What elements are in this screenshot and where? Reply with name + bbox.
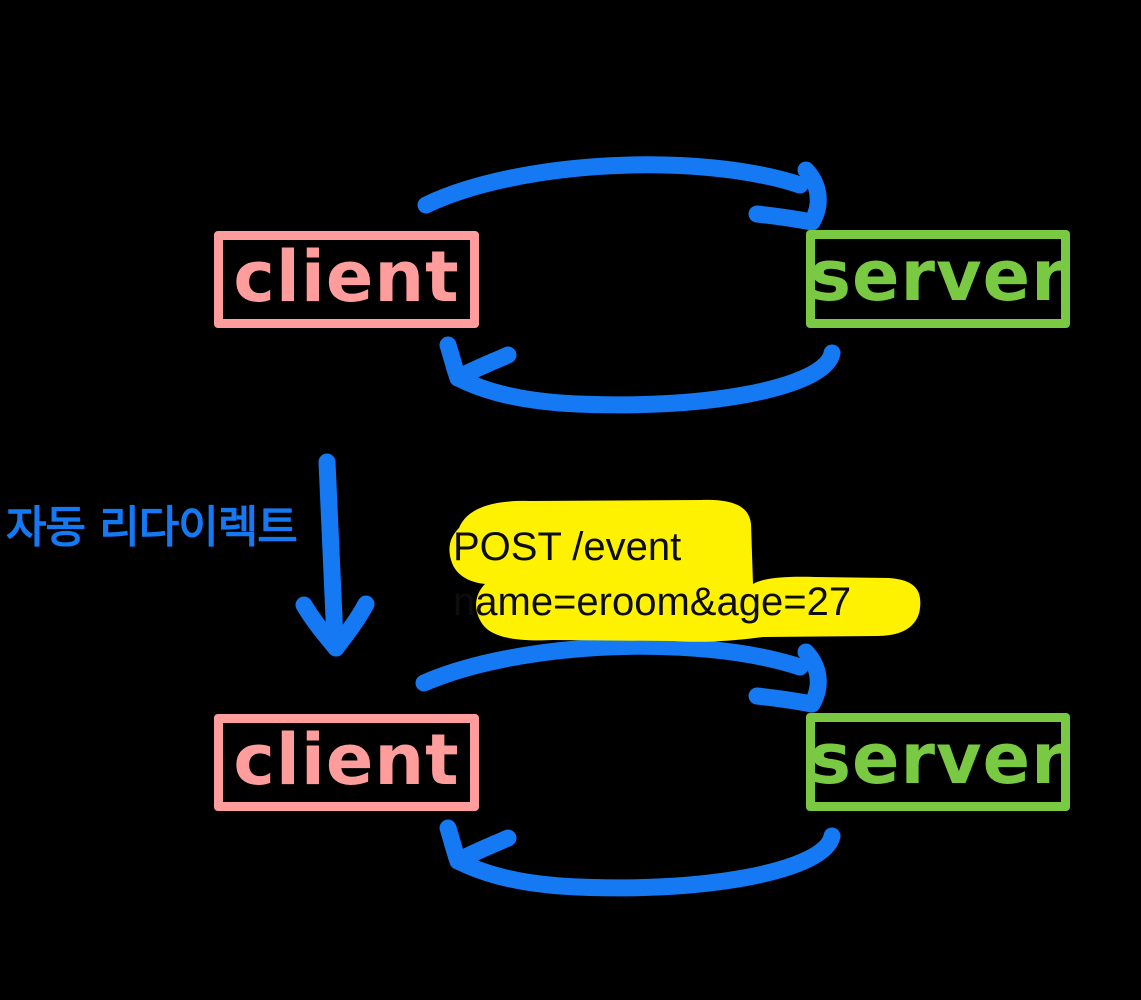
node-server-top[interactable]: server: [806, 230, 1070, 328]
top-request-arrow: [417, 156, 827, 231]
redirect-annotation: 자동 리다이렉트: [6, 502, 298, 553]
bottom-request-arrow: [415, 637, 827, 713]
node-client-top[interactable]: client: [214, 231, 479, 328]
node-client-bottom-label: client: [233, 718, 460, 801]
bottom-response-arrow: [439, 819, 841, 897]
node-client-bottom[interactable]: client: [214, 714, 479, 811]
request-note-line-2: name=eroom&age=27: [453, 580, 852, 625]
request-note: POST /event name=eroom&age=27: [433, 498, 923, 646]
request-note-line-1: POST /event: [453, 525, 682, 569]
request-note-text: POST /event name=eroom&age=27: [453, 520, 923, 630]
node-server-bottom[interactable]: server: [806, 713, 1070, 811]
highlighter-marker-shape: [449, 499, 921, 642]
node-client-top-label: client: [233, 235, 460, 318]
redirect-arrow: [295, 453, 375, 657]
node-server-bottom-label: server: [809, 718, 1067, 800]
top-response-arrow: [439, 336, 841, 414]
node-server-top-label: server: [809, 235, 1067, 317]
